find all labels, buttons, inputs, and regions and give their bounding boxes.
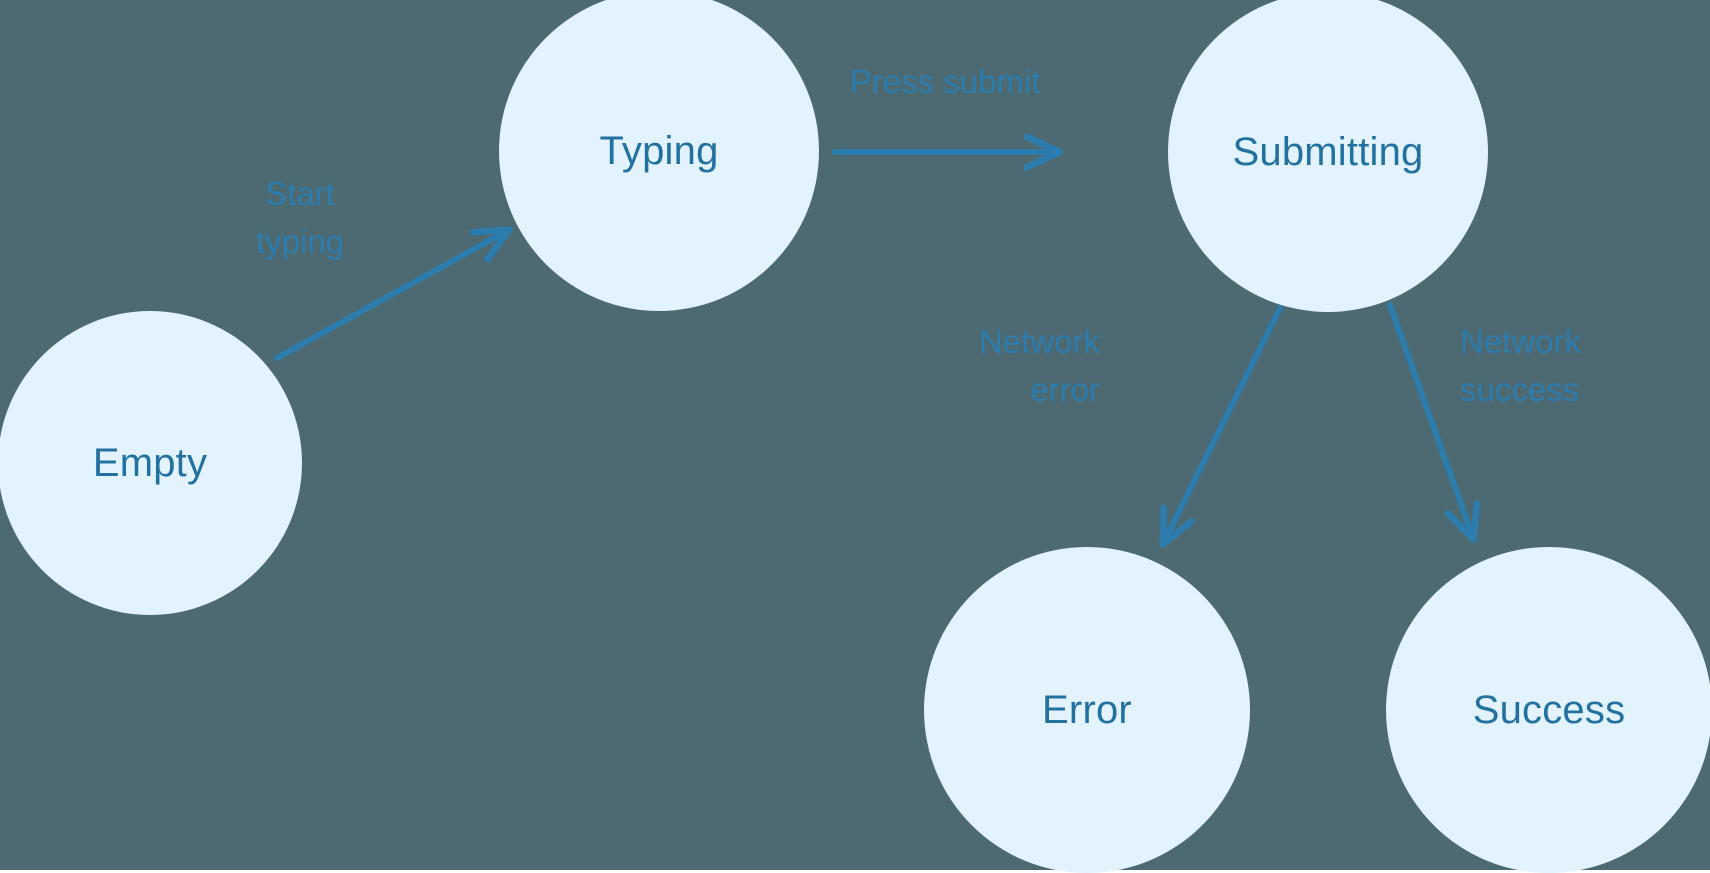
edge-label-network-success: Network success — [1460, 323, 1582, 408]
edge-line-network-error — [1165, 305, 1283, 540]
edge-label-start-typing: Start typing — [255, 175, 345, 260]
state-node-label: Typing — [599, 129, 719, 173]
edge-line-start-typing — [274, 232, 505, 361]
edge-lines — [274, 152, 1472, 540]
state-node-submitting[interactable]: Submitting — [1168, 0, 1488, 312]
edge-line-network-success — [1387, 302, 1472, 535]
state-node-label: Submitting — [1232, 130, 1424, 174]
state-node-typing[interactable]: Typing — [499, 0, 819, 311]
state-node-label: Empty — [92, 441, 208, 485]
state-node-label: Error — [1042, 688, 1132, 732]
state-node-label: Success — [1472, 688, 1626, 732]
state-node-error[interactable]: Error — [924, 547, 1250, 873]
edge-label-press-submit: Press submit — [849, 63, 1041, 100]
state-node-empty[interactable]: Empty — [0, 311, 302, 615]
edge-label-network-error: Network error — [978, 323, 1100, 408]
state-node-success[interactable]: Success — [1386, 547, 1710, 873]
